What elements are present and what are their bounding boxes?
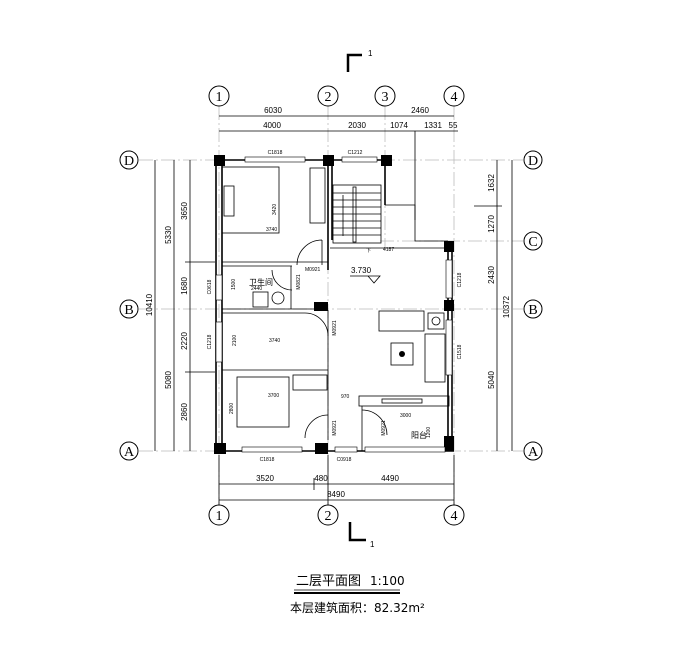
- dim-text: 3420: [272, 204, 278, 215]
- dim-text: 970: [341, 394, 350, 400]
- area-text: 本层建筑面积：82.32m²: [290, 600, 425, 615]
- axis-label: 1: [216, 509, 223, 524]
- dim-text: 2460: [411, 106, 429, 115]
- axis-label: A: [124, 445, 135, 460]
- dim-text: 2220: [180, 332, 189, 350]
- dim-text: 2800: [229, 403, 235, 414]
- windows: C1818 C1212 C0618 C1218 C1218 C1518 C181…: [207, 150, 463, 463]
- axis-label: C: [528, 235, 537, 250]
- sofa: [378, 310, 425, 332]
- axis-label: 4: [451, 90, 458, 105]
- dim-text: 1500: [231, 279, 237, 290]
- section-number: 1: [368, 49, 373, 58]
- axis-label: 2: [325, 509, 332, 524]
- section-mark-top: 1: [346, 49, 373, 72]
- axis-label: 2: [325, 90, 332, 105]
- window-label: C1818: [260, 457, 275, 463]
- window-label: C1218: [207, 334, 213, 349]
- columns: [214, 155, 454, 454]
- scale-text: 1:100: [370, 574, 405, 588]
- toilet: [252, 291, 269, 308]
- dim-text: 6030: [264, 106, 282, 115]
- stairs: 下 4187: [332, 184, 394, 254]
- walls: [215, 159, 454, 452]
- furniture: 3420 3740 1500 2440 2100 3740 3700 2800 …: [221, 166, 446, 438]
- axis-bubbles-right: D C B A: [523, 150, 543, 461]
- dim-text: 4187: [383, 247, 394, 253]
- door-label: M0921: [381, 420, 387, 436]
- room-label-bathroom: 卫生间: [249, 277, 273, 287]
- axis-label: 4: [451, 509, 458, 524]
- bed: [236, 376, 290, 428]
- dim-text: 10372: [502, 295, 511, 318]
- coffee-table: [390, 342, 414, 366]
- wardrobe: [292, 374, 328, 391]
- door-label: M0921: [305, 267, 321, 273]
- axis-bubbles-left: D B A: [119, 150, 139, 461]
- dim-text: 2860: [180, 403, 189, 421]
- section-number: 1: [370, 540, 375, 549]
- window-label: C1818: [268, 150, 283, 156]
- axis-label: 1: [216, 90, 223, 105]
- door-label: M0821: [296, 274, 302, 290]
- doors: M0921 M0821 M0921 M0921 M0921: [271, 239, 388, 439]
- dim-text: 5330: [164, 226, 173, 244]
- dim-text: 3740: [269, 338, 280, 344]
- dim-text: 5040: [487, 371, 496, 389]
- dim-text: 1270: [487, 215, 496, 233]
- door-label: M0921: [332, 320, 338, 336]
- section-mark-bottom: 1: [348, 522, 375, 549]
- dim-text: 1331: [424, 121, 442, 130]
- dim-text: 55: [449, 121, 458, 130]
- dim-text: 2030: [348, 121, 366, 130]
- dim-text: 3520: [256, 474, 274, 483]
- dim-text: 2100: [232, 335, 238, 346]
- window-label: C0918: [337, 457, 352, 463]
- axis-label: D: [528, 154, 538, 169]
- elevation-marker: 3.730: [350, 266, 381, 284]
- dim-text: 10410: [145, 293, 154, 316]
- dim-text: 1680: [180, 277, 189, 295]
- dim-text: 4000: [263, 121, 281, 130]
- dim-text: 5080: [164, 371, 173, 389]
- dim-text: 1200: [426, 427, 432, 438]
- axis-label: B: [124, 303, 133, 318]
- dim-text: 2440: [251, 286, 262, 292]
- dimensions-left: 10410 5330 5080 3650 1680 2220 2860: [145, 160, 215, 451]
- drawing-title: 二层平面图 1:100 本层建筑面积：82.32m²: [290, 574, 425, 615]
- dim-text: 3740: [266, 227, 277, 233]
- axis-label: 3: [382, 90, 389, 105]
- axis-label: D: [124, 154, 134, 169]
- dim-text: 4490: [381, 474, 399, 483]
- wardrobe: [309, 167, 326, 224]
- dimensions-bottom: 3520 480 4490 8490: [218, 455, 455, 505]
- title-text: 二层平面图: [296, 574, 361, 589]
- door-label: M0921: [332, 420, 338, 436]
- dim-text: 1632: [487, 174, 496, 192]
- window-label: C1212: [348, 150, 363, 156]
- stair-direction-label: 下: [366, 248, 371, 254]
- axis-label: A: [528, 445, 539, 460]
- sink: [271, 291, 285, 305]
- window-label: C1518: [457, 344, 463, 359]
- dim-text: 8490: [327, 490, 345, 499]
- bed: [221, 166, 280, 234]
- axis-label: B: [528, 303, 537, 318]
- window-label: C1218: [457, 272, 463, 287]
- axis-bubbles-bottom: 1 2 4: [208, 504, 465, 526]
- dim-text: 2430: [487, 266, 496, 284]
- elevation-text: 3.730: [351, 266, 372, 275]
- axis-bubbles-top: 1 2 3 4: [208, 85, 465, 107]
- dim-text: 3000: [400, 413, 411, 419]
- dim-text: 3700: [268, 393, 279, 399]
- window-label: C0618: [207, 279, 213, 294]
- room-label-balcony: 阳台: [411, 430, 427, 440]
- sofa: [424, 333, 446, 383]
- dimensions-top: 6030 2460 4000 2030 1074 1331 55: [219, 106, 458, 220]
- dim-text: 1074: [390, 121, 408, 130]
- dimensions-right: 1632 1270 2430 5040 10372: [474, 160, 513, 451]
- dim-text: 3650: [180, 202, 189, 220]
- dim-text: 480: [314, 474, 328, 483]
